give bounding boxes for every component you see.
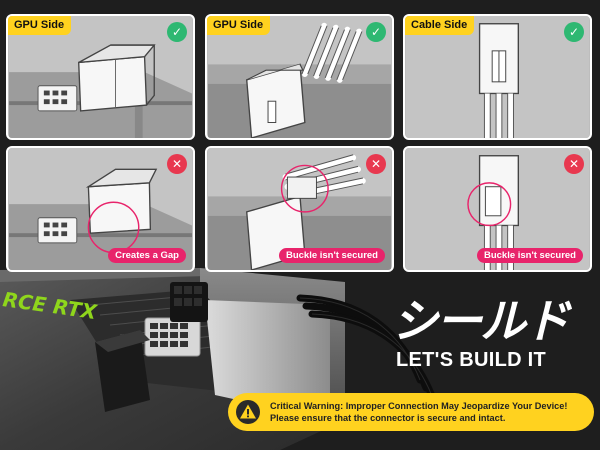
panel-label: GPU Side bbox=[8, 16, 72, 35]
panel-label: GPU Side bbox=[207, 16, 271, 35]
panel-gap-incorrect: ✕ Creates a Gap bbox=[6, 146, 195, 272]
warning-triangle-icon bbox=[236, 400, 260, 424]
panel-illustration bbox=[406, 16, 589, 138]
panel-illustration bbox=[9, 16, 192, 138]
warning-line-2: Please ensure that the connector is secu… bbox=[270, 413, 506, 423]
check-icon: ✓ bbox=[366, 22, 386, 42]
close-icon: ✕ bbox=[167, 154, 187, 174]
panel-cable-side-correct: Cable Side ✓ bbox=[403, 14, 592, 140]
error-caption: Buckle isn't secured bbox=[476, 248, 583, 263]
brand-logo-text: シールド bbox=[392, 294, 570, 348]
panel-gpu-side-correct-1: GPU Side ✓ bbox=[6, 14, 195, 140]
warning-line-1: Critical Warning: Improper Connection Ma… bbox=[270, 401, 568, 411]
check-icon: ✓ bbox=[167, 22, 187, 42]
close-icon: ✕ bbox=[366, 154, 386, 174]
close-icon: ✕ bbox=[564, 154, 584, 174]
panel-gpu-side-correct-2: GPU Side ✓ bbox=[205, 14, 394, 140]
panel-label: Cable Side bbox=[405, 16, 475, 35]
error-caption: Creates a Gap bbox=[108, 248, 186, 263]
check-icon: ✓ bbox=[564, 22, 584, 42]
brand-slogan: LET'S BUILD IT bbox=[396, 349, 547, 371]
panel-buckle-incorrect-gpu: ✕ Buckle isn't secured bbox=[205, 146, 394, 272]
warning-text: Critical Warning: Improper Connection Ma… bbox=[270, 400, 567, 424]
panel-illustration bbox=[208, 16, 391, 138]
error-caption: Buckle isn't secured bbox=[278, 248, 385, 263]
panel-buckle-incorrect-cable: ✕ Buckle isn't secured bbox=[403, 146, 592, 272]
warning-banner: Critical Warning: Improper Connection Ma… bbox=[228, 393, 594, 431]
